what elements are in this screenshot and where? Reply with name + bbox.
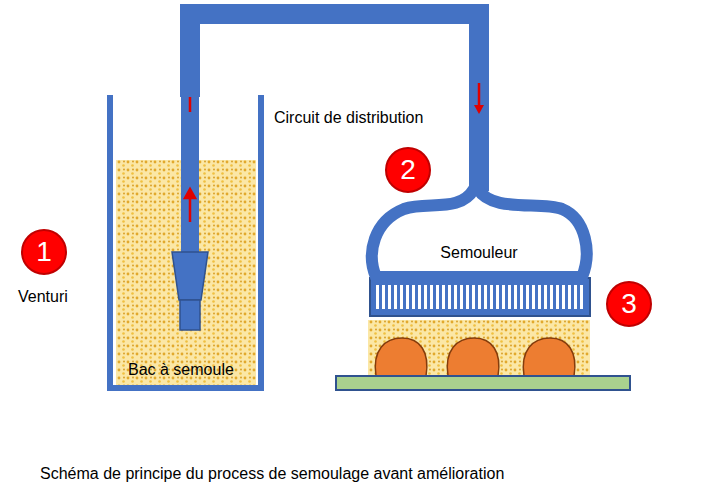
sieve-slots (376, 285, 583, 309)
callout-number: 2 (385, 147, 431, 193)
part-label: Venturi (18, 287, 68, 306)
conveyor-plate (336, 376, 630, 390)
node-label: Bac à semoule (128, 360, 234, 379)
semolina-layer (368, 320, 590, 376)
grader-outline (362, 185, 596, 280)
callout-number: 3 (606, 281, 652, 327)
product (375, 338, 575, 376)
semolina-fill (116, 160, 256, 386)
venturi-body (172, 252, 208, 300)
grader-node: Semouleur (362, 185, 596, 280)
venturi-nozzle (180, 300, 200, 330)
caption: Schéma de principe du process de semoula… (40, 464, 504, 483)
part-label: Circuit de distribution (274, 108, 423, 127)
distribution-pipe (190, 14, 484, 191)
sieve (370, 278, 590, 316)
suction-pipe (181, 88, 199, 253)
bin-node: Bac à semoule (110, 95, 262, 388)
node-label: Semouleur (362, 243, 596, 262)
callout-number: 1 (21, 229, 67, 275)
